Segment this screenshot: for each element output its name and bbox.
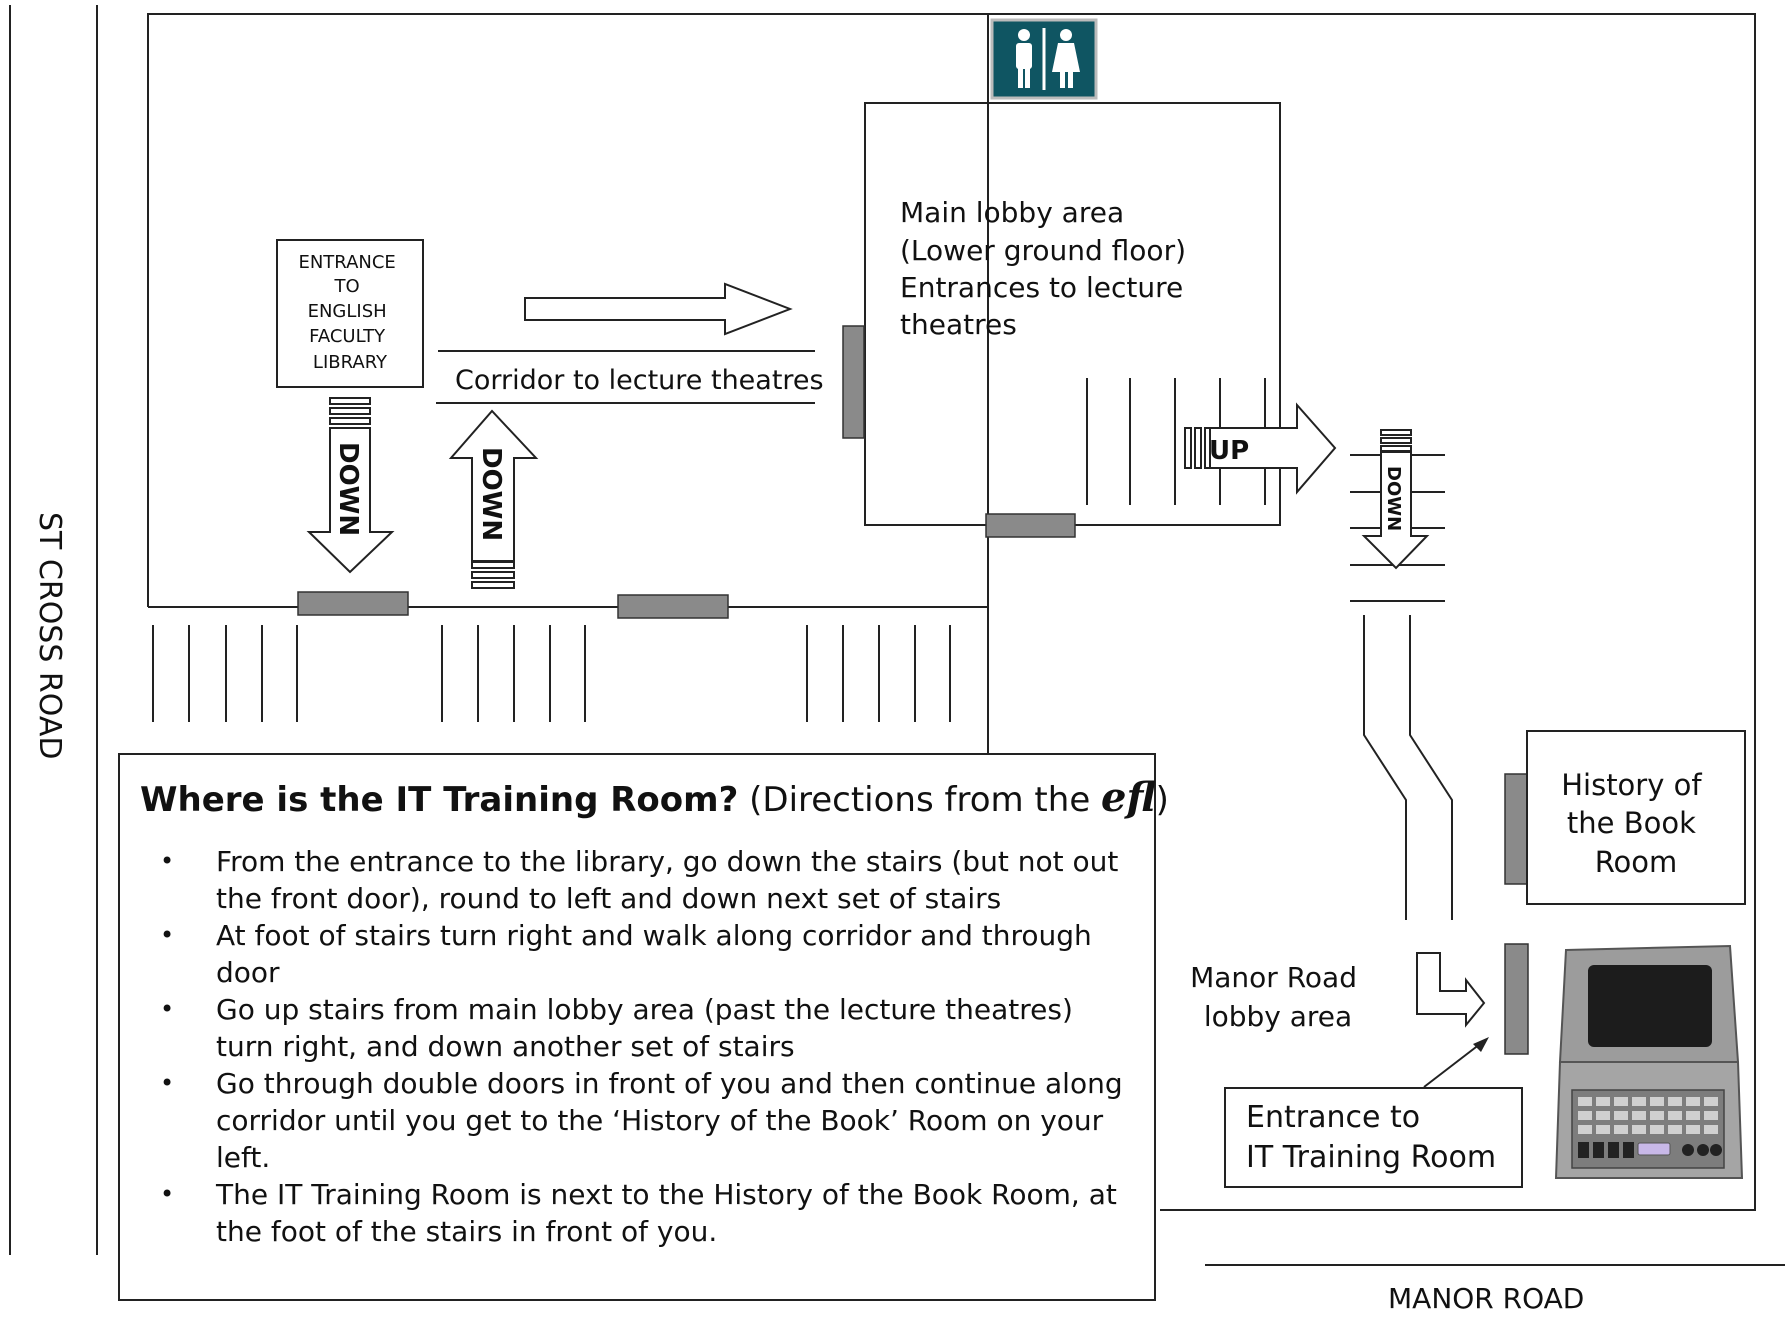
road-label-st-cross: ST CROSS ROAD xyxy=(32,512,67,760)
laptop-icon xyxy=(1554,944,1744,1179)
right-arrow xyxy=(524,282,793,336)
directions-panel: Where is the IT Training Room? (Directio… xyxy=(118,753,1169,1301)
library-entrance-box xyxy=(276,239,424,388)
down-arrow-3 xyxy=(1361,451,1430,570)
up-label: UP xyxy=(1209,436,1249,466)
library-entrance-label: ENTRANCE TO ENGLISH FACULTY LIBRARY xyxy=(298,252,401,373)
door-front-2 xyxy=(617,594,729,619)
directions-title: Where is the IT Training Room? (Directio… xyxy=(140,777,1169,821)
stairs-marker-2 xyxy=(471,561,515,589)
directions-list: From the entrance to the library, go dow… xyxy=(140,843,1134,1250)
down-label-3: DOWN xyxy=(1383,466,1404,531)
stairs-marker-1 xyxy=(329,397,371,425)
front-steps xyxy=(152,625,951,722)
directions-prefix: (Directions from the xyxy=(738,780,1102,820)
toilets-icon xyxy=(990,18,1098,100)
history-room-label: History of the Book Room xyxy=(1561,768,1711,879)
corridor-label: Corridor to lecture theatres xyxy=(455,365,824,396)
directions-suffix: ) xyxy=(1155,780,1169,820)
direction-step: Go through double doors in front of you … xyxy=(160,1065,1134,1176)
direction-step: From the entrance to the library, go dow… xyxy=(160,843,1134,917)
road-label-manor: MANOR ROAD xyxy=(1388,1282,1584,1315)
pointer-head xyxy=(1473,1037,1489,1052)
door-history-room xyxy=(1504,773,1529,885)
pointer-line xyxy=(1423,1043,1481,1088)
down-label-2: DOWN xyxy=(476,447,506,541)
doors xyxy=(297,325,1529,1055)
door-lobby-west xyxy=(842,325,865,439)
direction-step: At foot of stairs turn right and walk al… xyxy=(160,917,1134,991)
door-lobby-south xyxy=(985,513,1076,538)
door-it-training-room xyxy=(1504,943,1529,1055)
turn-right-arrow xyxy=(1416,952,1486,1028)
efl-brand: efl xyxy=(1101,774,1156,821)
down-arrow-2 xyxy=(448,409,539,562)
building-outline xyxy=(147,13,1756,1211)
stairs-marker-up xyxy=(1184,427,1212,469)
main-lobby-label: Main lobby area (Lower ground floor) Ent… xyxy=(900,196,1195,341)
up-arrow xyxy=(1209,402,1337,495)
direction-step: Go up stairs from main lobby area (past … xyxy=(160,991,1134,1065)
it-entrance-box xyxy=(1224,1087,1523,1188)
door-front-1 xyxy=(297,591,409,616)
it-entrance-label: Entrance to IT Training Room xyxy=(1246,1100,1496,1175)
directions-question: Where is the IT Training Room? xyxy=(140,780,739,820)
manor-corridor xyxy=(1363,615,1453,920)
down-label-1: DOWN xyxy=(333,442,363,536)
direction-step: The IT Training Room is next to the Hist… xyxy=(160,1176,1134,1250)
history-of-the-book-room xyxy=(1526,730,1746,905)
stairs-marker-3 xyxy=(1380,429,1412,452)
manor-lobby-label: Manor Road lobby area xyxy=(1190,961,1366,1033)
down-arrow-1 xyxy=(306,427,395,574)
